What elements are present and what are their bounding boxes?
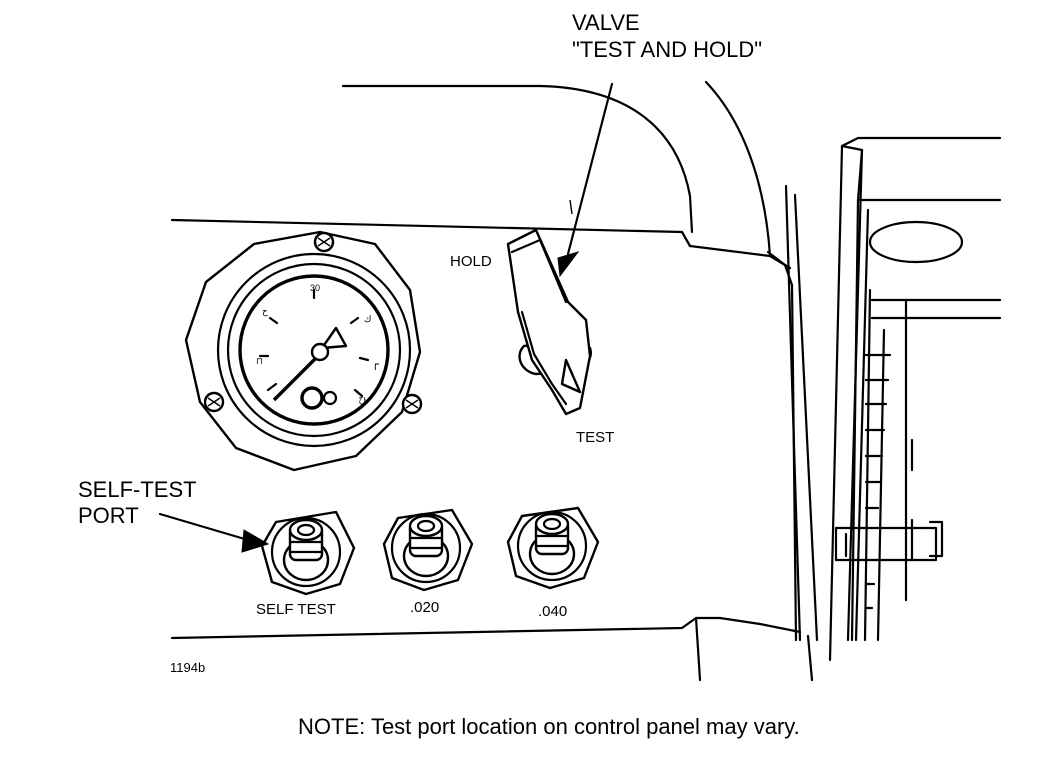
screw-icon bbox=[401, 393, 423, 415]
gauge-tick-glyph: ᒥ bbox=[374, 362, 379, 372]
control-panel-outline bbox=[170, 80, 819, 682]
selftest-port-label-line2: PORT bbox=[78, 503, 139, 528]
leader-line bbox=[569, 199, 573, 215]
port-fitting-icon bbox=[382, 508, 474, 592]
port-040-label: .040 bbox=[538, 603, 567, 620]
valve-label-line2: "TEST AND HOLD" bbox=[572, 37, 762, 62]
gauge-tick-glyph: ⊓ bbox=[256, 356, 263, 366]
gauge-tick-glyph: ك bbox=[364, 314, 371, 324]
figure-id: 1194b bbox=[170, 660, 205, 675]
pressure-gauge-icon: 30 ⊓ ح ك ᒥ ひ bbox=[184, 230, 423, 472]
port-020-label: .020 bbox=[410, 599, 439, 616]
valve-label-line1: VALVE bbox=[572, 10, 640, 35]
screw-icon bbox=[313, 231, 335, 253]
port-fitting-icon bbox=[260, 510, 356, 596]
note-text: NOTE: Test port location on control pane… bbox=[298, 714, 800, 739]
selftest-port-label-line1: SELF-TEST bbox=[78, 477, 197, 502]
hold-label: HOLD bbox=[450, 253, 492, 270]
screw-icon bbox=[203, 391, 225, 413]
port-self-test-label: SELF TEST bbox=[256, 601, 336, 618]
arrow-icon bbox=[557, 82, 614, 278]
gauge-tick-glyph: ひ bbox=[358, 396, 367, 406]
valve-lever-icon bbox=[506, 228, 592, 416]
side-cabinet bbox=[828, 136, 1002, 662]
latch-icon bbox=[834, 520, 944, 562]
test-label: TEST bbox=[576, 429, 614, 446]
arrow-icon bbox=[158, 512, 270, 553]
port-fitting-icon bbox=[506, 506, 600, 590]
gauge-tick-30: 30 bbox=[310, 283, 320, 293]
cabinet-handle-icon bbox=[868, 220, 964, 264]
gauge-tick-glyph: ح bbox=[262, 306, 268, 317]
